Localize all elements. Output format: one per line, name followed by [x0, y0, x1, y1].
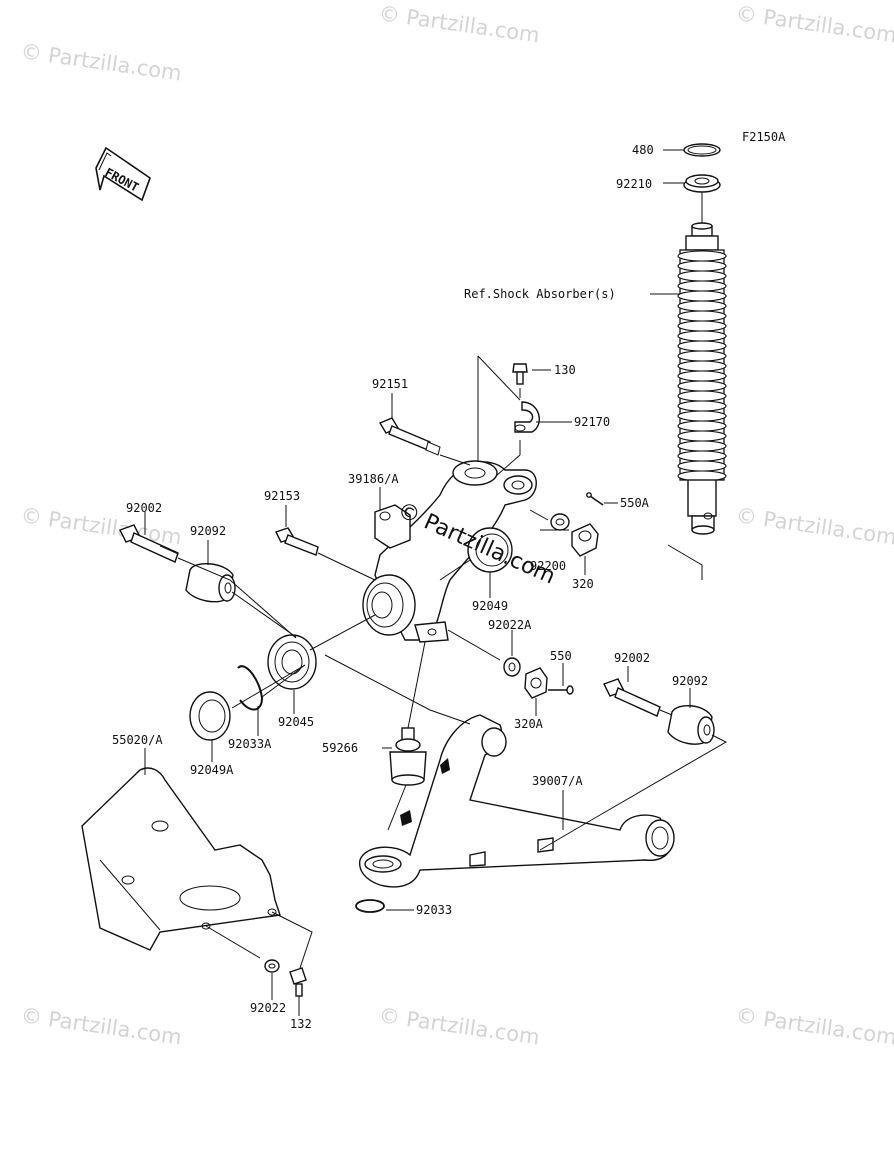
label-55020: 55020/A — [112, 733, 163, 747]
watermark-top-center: © Partzilla.com — [377, 1, 541, 47]
part-labels: 480 92210 Ref.Shock Absorber(s) 130 9215… — [112, 143, 708, 1031]
label-59266: 59266 — [322, 741, 358, 755]
spring-coil — [677, 440, 727, 452]
spring-coil — [677, 420, 727, 432]
spring-coil — [677, 390, 727, 402]
guard-55020 — [81, 767, 281, 951]
label-92151: 92151 — [372, 377, 408, 391]
spring-coil — [677, 460, 727, 472]
bushing-92092-right — [667, 705, 715, 745]
label-92170: 92170 — [574, 415, 610, 429]
label-ref-shock-absorber: Ref.Shock Absorber(s) — [464, 287, 616, 301]
spring-coil — [677, 450, 727, 462]
label-92033: 92033 — [416, 903, 452, 917]
spring-coil — [677, 350, 727, 362]
circlip-92033a — [237, 665, 264, 711]
bearing-92045 — [267, 634, 317, 690]
label-92002-left: 92002 — [126, 501, 162, 515]
watermark-top-right: © Partzilla.com — [734, 1, 894, 47]
bolt-92002-right — [603, 678, 661, 717]
label-92022a: 92022A — [488, 618, 532, 632]
label-92153: 92153 — [264, 489, 300, 503]
pin-washer-nut — [550, 492, 604, 557]
spring-coil — [677, 300, 727, 312]
bushing-92092-left — [185, 563, 236, 603]
label-550a: 550A — [620, 496, 650, 510]
label-39186: 39186/A — [348, 472, 399, 486]
label-92002-right: 92002 — [614, 651, 650, 665]
label-92033a: 92033A — [228, 737, 272, 751]
label-320a: 320A — [514, 717, 544, 731]
shock-absorber-assembly — [667, 143, 727, 580]
label-92049: 92049 — [472, 599, 508, 613]
label-480: 480 — [632, 143, 654, 157]
spring-coil — [677, 410, 727, 422]
label-92049a: 92049A — [190, 763, 234, 777]
spring-coil — [677, 290, 727, 302]
washer-nut-pin-lower — [503, 657, 574, 699]
spring-coil — [677, 430, 727, 442]
spring-coil — [677, 260, 727, 272]
label-92092-right: 92092 — [672, 674, 708, 688]
label-320: 320 — [572, 577, 594, 591]
label-39007: 39007/A — [532, 774, 583, 788]
spring-coil — [677, 370, 727, 382]
watermark-mid-right: © Partzilla.com — [734, 503, 894, 549]
label-92210: 92210 — [616, 177, 652, 191]
label-92092-left: 92092 — [190, 524, 226, 538]
label-92045: 92045 — [278, 715, 314, 729]
washer-bolt-lower — [264, 959, 307, 997]
ball-joint-59266 — [389, 727, 427, 786]
spring-coil — [677, 310, 727, 322]
watermark-bottom-left: © Partzilla.com — [19, 1003, 183, 1049]
spring-coil — [677, 340, 727, 352]
spring-coil — [677, 360, 727, 372]
steering-knuckle — [362, 460, 537, 643]
spring-coil — [677, 380, 727, 392]
bolt-92151 — [378, 417, 441, 456]
front-arrow-icon: FRONT — [95, 146, 151, 202]
figure-code: F2150A — [742, 130, 786, 144]
label-550: 550 — [550, 649, 572, 663]
watermark-top-left: © Partzilla.com — [19, 39, 183, 85]
spring-coil — [677, 320, 727, 332]
spring-coil — [677, 280, 727, 292]
seal-92049a — [189, 691, 231, 741]
spring-coil — [677, 400, 727, 412]
bolt-92002-left — [119, 524, 179, 563]
label-92200: 92200 — [530, 559, 566, 573]
label-132: 132 — [290, 1017, 312, 1031]
bracket-parts — [512, 363, 540, 455]
watermark-bottom-center: © Partzilla.com — [377, 1003, 541, 1049]
spring-coil — [677, 330, 727, 342]
bolt-92153 — [275, 527, 319, 556]
leader-lines — [144, 149, 728, 1016]
label-92022: 92022 — [250, 1001, 286, 1015]
spring-coil — [677, 270, 727, 282]
label-130: 130 — [554, 363, 576, 377]
watermark-bottom-right: © Partzilla.com — [734, 1003, 894, 1049]
spring-coil — [677, 250, 727, 262]
circlip-92033 — [355, 899, 385, 913]
